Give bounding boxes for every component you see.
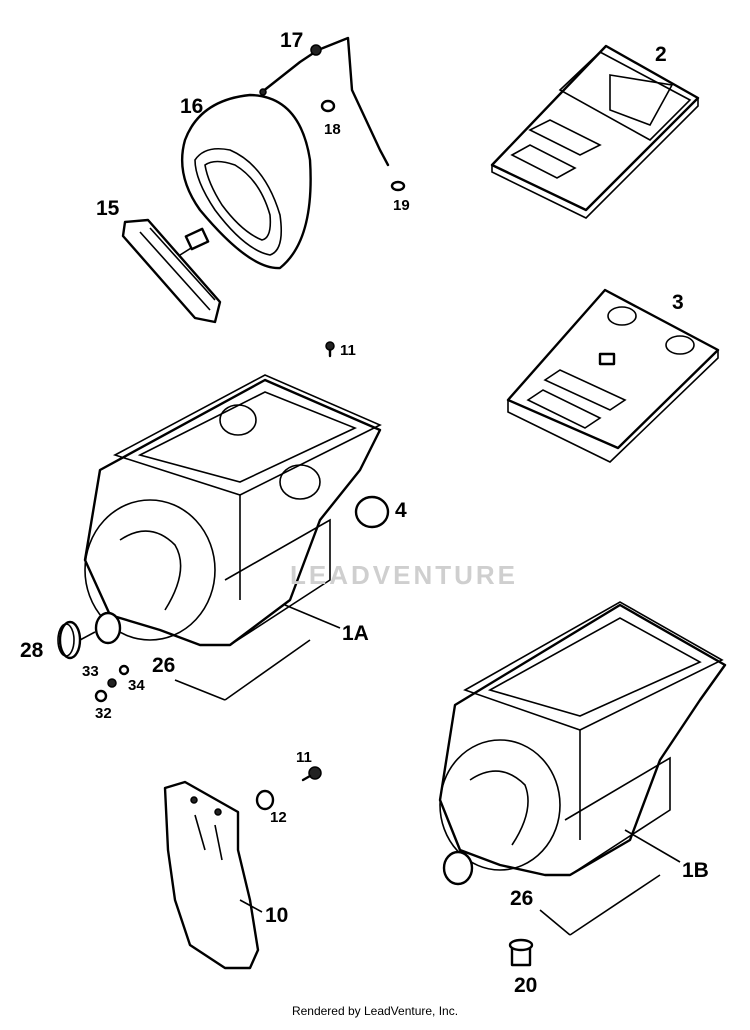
part-17-wire [259, 36, 390, 167]
label-19: 19 [393, 197, 410, 214]
label-28: 28 [20, 639, 44, 662]
part-4-cap [354, 495, 390, 529]
label-20: 20 [514, 974, 538, 997]
part-20-plug [508, 938, 534, 967]
part-1b-airbox [438, 601, 727, 886]
label-12: 12 [270, 809, 287, 826]
label-11-top: 11 [340, 342, 356, 359]
part-11-screw-top [325, 341, 335, 358]
part-10-flap [163, 780, 260, 970]
label-18: 18 [324, 121, 341, 138]
label-1a: 1A [342, 622, 369, 645]
part-32-spacer [94, 689, 108, 703]
label-26-upper: 26 [152, 654, 176, 677]
label-17: 17 [280, 29, 304, 52]
part-2-cover [490, 44, 700, 219]
label-34: 34 [128, 677, 145, 694]
label-33: 33 [82, 663, 99, 680]
part-34-nut [118, 664, 130, 676]
part-12-washer [255, 789, 275, 811]
part-1a-airbox [83, 374, 382, 647]
label-2: 2 [655, 43, 667, 66]
label-26-lower: 26 [510, 887, 534, 910]
watermark-text: LEADVENTURE [290, 560, 519, 590]
label-11-bottom: 11 [296, 749, 312, 766]
label-3: 3 [672, 291, 684, 314]
footer-credit: Rendered by LeadVenture, Inc. [291, 1004, 459, 1018]
part-16-filter [181, 93, 312, 270]
label-32: 32 [95, 705, 112, 722]
part-11-screw-bottom [301, 766, 322, 782]
label-4: 4 [395, 499, 407, 522]
part-18-washer [320, 99, 336, 113]
part-15-plate [121, 218, 222, 324]
part-3-cover [506, 288, 720, 463]
label-15: 15 [96, 197, 120, 220]
label-16: 16 [180, 95, 204, 118]
label-1b: 1B [682, 859, 709, 882]
part-28-clamp [57, 620, 82, 660]
leader-lines [79, 604, 681, 936]
part-19-clip [390, 180, 406, 192]
part-33-washer [107, 678, 117, 688]
label-10: 10 [265, 904, 289, 927]
